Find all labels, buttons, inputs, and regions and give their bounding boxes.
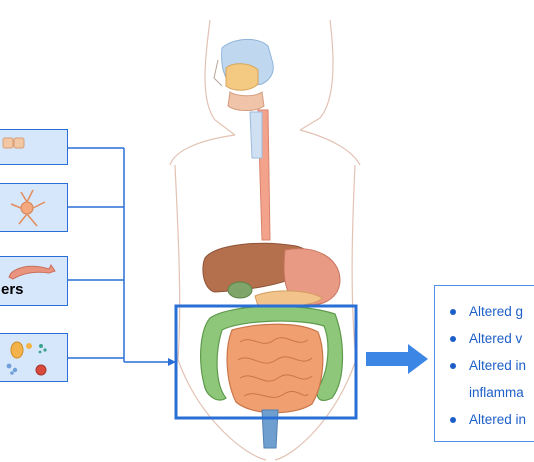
head-illustration [213, 39, 274, 111]
bullet-icon [450, 417, 456, 423]
result-text: inflamma [469, 385, 524, 400]
bullet-icon [450, 309, 456, 315]
result-item: Altered g [435, 298, 534, 325]
bullet-icon [450, 363, 456, 369]
card-label-muscle: ers [1, 281, 24, 298]
result-item: Altered v [435, 325, 534, 352]
result-arrow [366, 344, 428, 374]
bullet-icon [450, 336, 456, 342]
results-list: Altered g Altered v Altered in inflamma … [435, 286, 534, 433]
card-neuron [0, 183, 68, 232]
body-outline [169, 19, 361, 461]
muscle-fiber-icon [8, 264, 56, 280]
results-box: Altered g Altered v Altered in inflamma … [434, 285, 534, 442]
stomach [283, 248, 341, 306]
trachea [249, 111, 263, 159]
gallbladder [227, 281, 253, 299]
result-item: Altered in [435, 352, 534, 379]
microbes-icon [6, 341, 47, 376]
result-text: Altered in [469, 412, 527, 427]
card-cells [0, 129, 68, 165]
result-item-continuation: inflamma [435, 379, 534, 406]
result-item: Altered in [435, 406, 534, 433]
colon [200, 305, 344, 401]
small-intestine-folds [237, 337, 313, 398]
small-intestine [226, 323, 324, 414]
result-text: Altered v [469, 331, 523, 346]
rectum [261, 409, 279, 449]
result-text: Altered in [469, 358, 527, 373]
neuron-icon [10, 189, 46, 227]
connector-lines [68, 147, 170, 363]
card-muscle-fibers: ers [0, 256, 68, 306]
result-text: Altered g [469, 304, 524, 319]
card-microbes [0, 333, 68, 382]
connector-arrowhead [168, 358, 176, 366]
cells-icon [2, 137, 25, 149]
